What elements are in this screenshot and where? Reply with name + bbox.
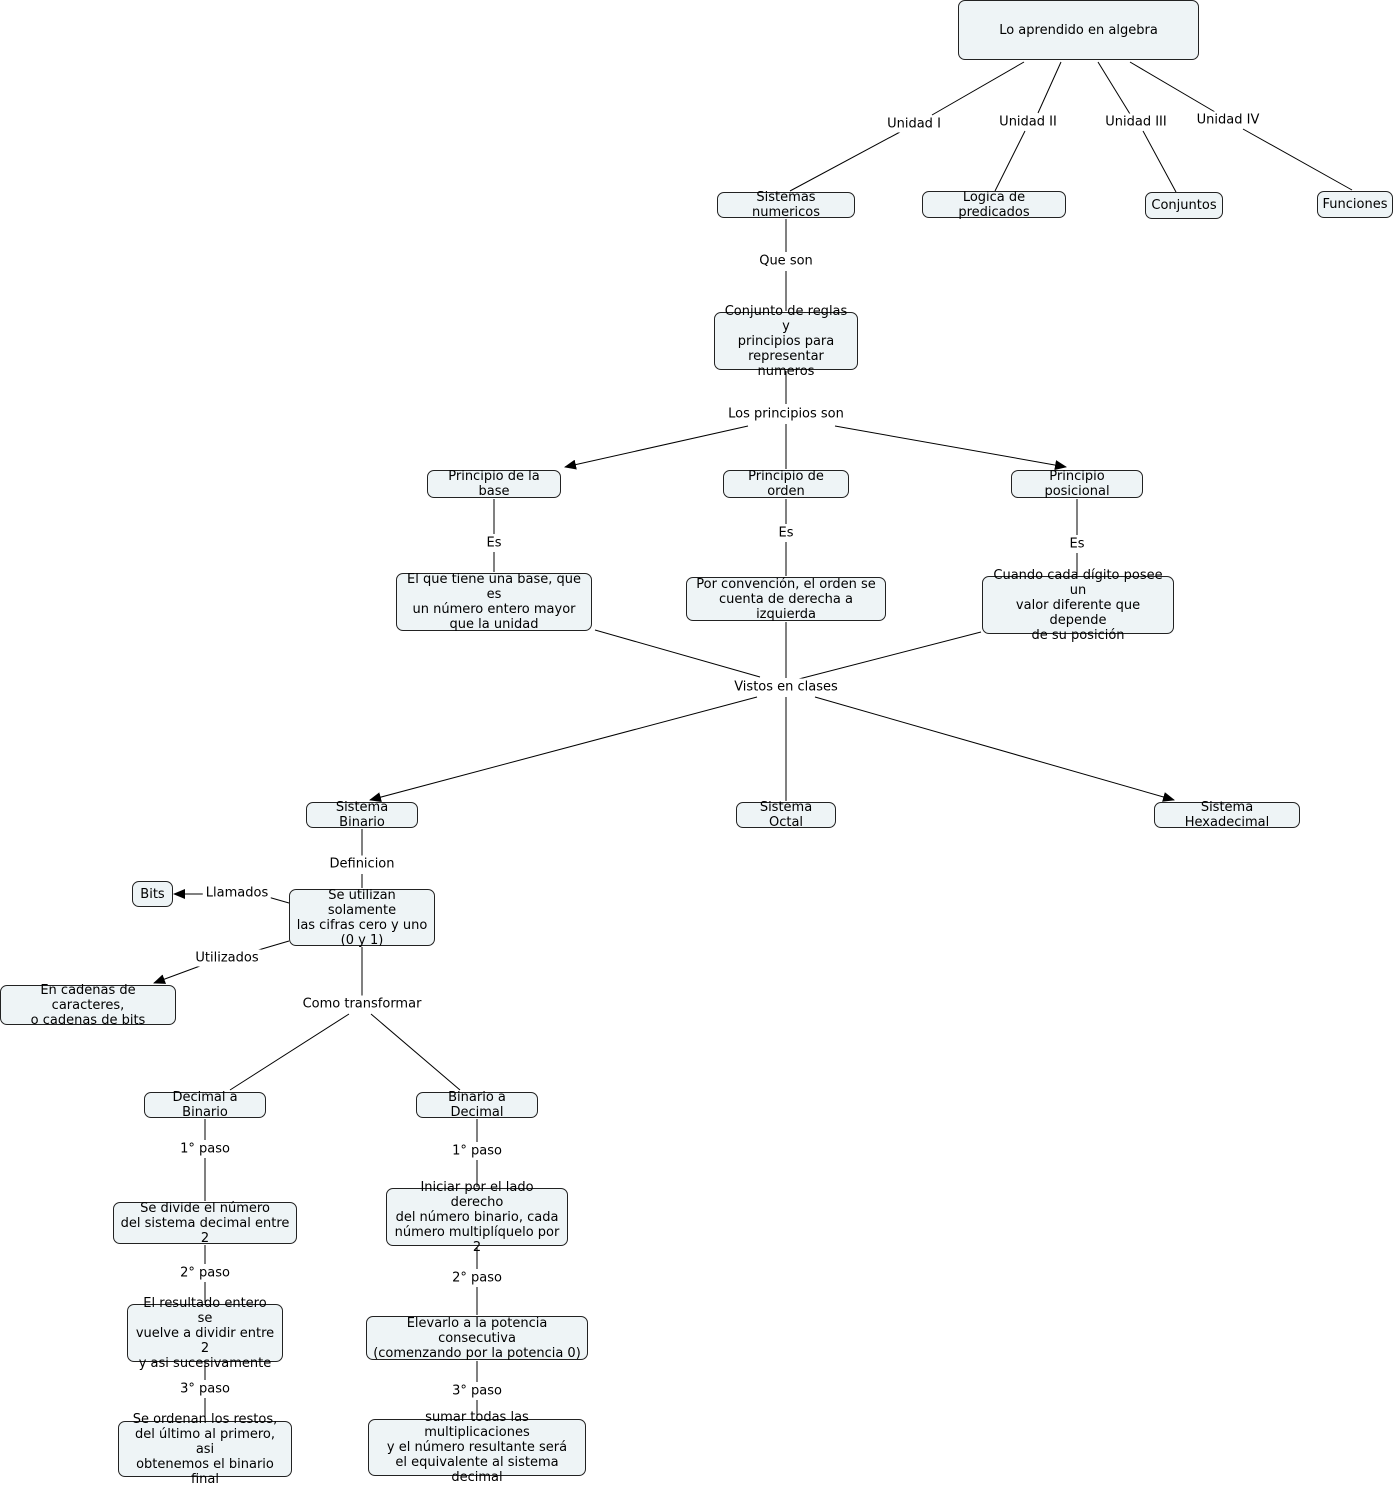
node-db-paso2[interactable]: El resultado entero se vuelve a dividir … — [127, 1296, 283, 1371]
link-unidad-4: Unidad IV — [1193, 111, 1263, 129]
node-bits[interactable]: Bits — [132, 881, 173, 907]
edge-cifras-llamados — [267, 896, 290, 904]
edge-root-unidad3 — [1097, 61, 1131, 115]
node-funciones[interactable]: Funciones — [1317, 191, 1393, 218]
link-db-paso3: 3° paso — [177, 1380, 233, 1398]
node-sistema-hexadecimal[interactable]: Sistema Hexadecimal — [1154, 800, 1300, 830]
node-logica-predicados[interactable]: Logica de predicados — [922, 190, 1066, 220]
link-db-paso2: 2° paso — [177, 1264, 233, 1282]
edge-principios-base — [564, 425, 749, 470]
link-es-posicional: Es — [1066, 535, 1088, 553]
edge-principios-posicional — [834, 425, 1067, 471]
node-principio-posicional[interactable]: Principio posicional — [1011, 469, 1143, 499]
link-unidad-1: Unidad I — [884, 115, 944, 133]
node-binario-a-decimal[interactable]: Binario a Decimal — [416, 1090, 538, 1120]
node-conjunto-reglas[interactable]: Conjunto de reglas y principios para rep… — [714, 304, 858, 379]
edge-cifras-utilizados — [254, 940, 290, 952]
node-orden-definicion[interactable]: Por convención, el orden se cuenta de de… — [686, 577, 886, 622]
edge-unidad3-conjuntos — [1142, 130, 1177, 193]
node-principio-base[interactable]: Principio de la base — [427, 469, 561, 499]
node-sistema-binario[interactable]: Sistema Binario — [306, 800, 418, 830]
node-bd-paso3[interactable]: sumar todas las multiplicaciones y el nú… — [368, 1410, 586, 1485]
node-db-paso3[interactable]: Se ordenan los restos, del último al pri… — [118, 1412, 292, 1487]
node-cifras-cero-uno[interactable]: Se utilizan solamente las cifras cero y … — [289, 888, 435, 948]
edge-root-unidad2 — [1037, 61, 1062, 114]
link-es-base: Es — [483, 534, 505, 552]
link-como-transformar: Como transformar — [299, 995, 425, 1013]
edge-basedef-vistos — [594, 629, 761, 678]
link-unidad-3: Unidad III — [1102, 113, 1170, 131]
link-definicion: Definicion — [326, 855, 398, 873]
node-root[interactable]: Lo aprendido en algebra — [958, 0, 1199, 60]
node-sistemas-numericos[interactable]: Sistemas numericos — [717, 190, 855, 220]
link-bd-paso3: 3° paso — [449, 1382, 505, 1400]
link-que-son: Que son — [756, 252, 816, 270]
link-vistos-en-clases: Vistos en clases — [731, 678, 841, 696]
edge-vistos-binario — [369, 696, 758, 803]
link-bd-paso2: 2° paso — [449, 1269, 505, 1287]
edge-vistos-hexadecimal — [814, 696, 1175, 802]
node-bd-paso2[interactable]: Elevarlo a la potencia consecutiva (come… — [366, 1316, 588, 1361]
link-principios-son: Los principios son — [725, 405, 847, 423]
node-bd-paso1[interactable]: Iniciar por el lado derecho del número b… — [386, 1180, 568, 1255]
link-unidad-2: Unidad II — [996, 113, 1060, 131]
edge-utilizados-cadenas — [153, 965, 201, 984]
node-cadenas[interactable]: En cadenas de caracteres, o cadenas de b… — [0, 983, 176, 1028]
link-bd-paso1: 1° paso — [449, 1142, 505, 1160]
node-conjuntos[interactable]: Conjuntos — [1145, 192, 1223, 219]
link-utilizados: Utilizados — [192, 949, 262, 967]
edge-unidad4-funciones — [1242, 128, 1353, 191]
link-db-paso1: 1° paso — [177, 1140, 233, 1158]
edge-como-decbin — [229, 1013, 350, 1091]
edge-posicionaldef-vistos — [794, 631, 982, 681]
edge-root-unidad4 — [1129, 61, 1216, 113]
node-principio-orden[interactable]: Principio de orden — [723, 469, 849, 499]
node-db-paso1[interactable]: Se divide el número del sistema decimal … — [113, 1201, 297, 1246]
node-posicional-definicion[interactable]: Cuando cada dígito posee un valor difere… — [982, 568, 1174, 643]
edge-como-bindec — [370, 1013, 461, 1091]
node-base-definicion[interactable]: El que tiene una base, que es un número … — [396, 572, 592, 632]
node-decimal-a-binario[interactable]: Decimal a Binario — [144, 1090, 266, 1120]
edge-root-unidad1 — [931, 61, 1025, 116]
edge-unidad1-sistemas — [789, 131, 901, 192]
edge-unidad2-logica — [994, 130, 1026, 192]
node-sistema-octal[interactable]: Sistema Octal — [736, 800, 836, 830]
link-es-orden: Es — [775, 524, 797, 542]
link-llamados: Llamados — [202, 884, 272, 902]
